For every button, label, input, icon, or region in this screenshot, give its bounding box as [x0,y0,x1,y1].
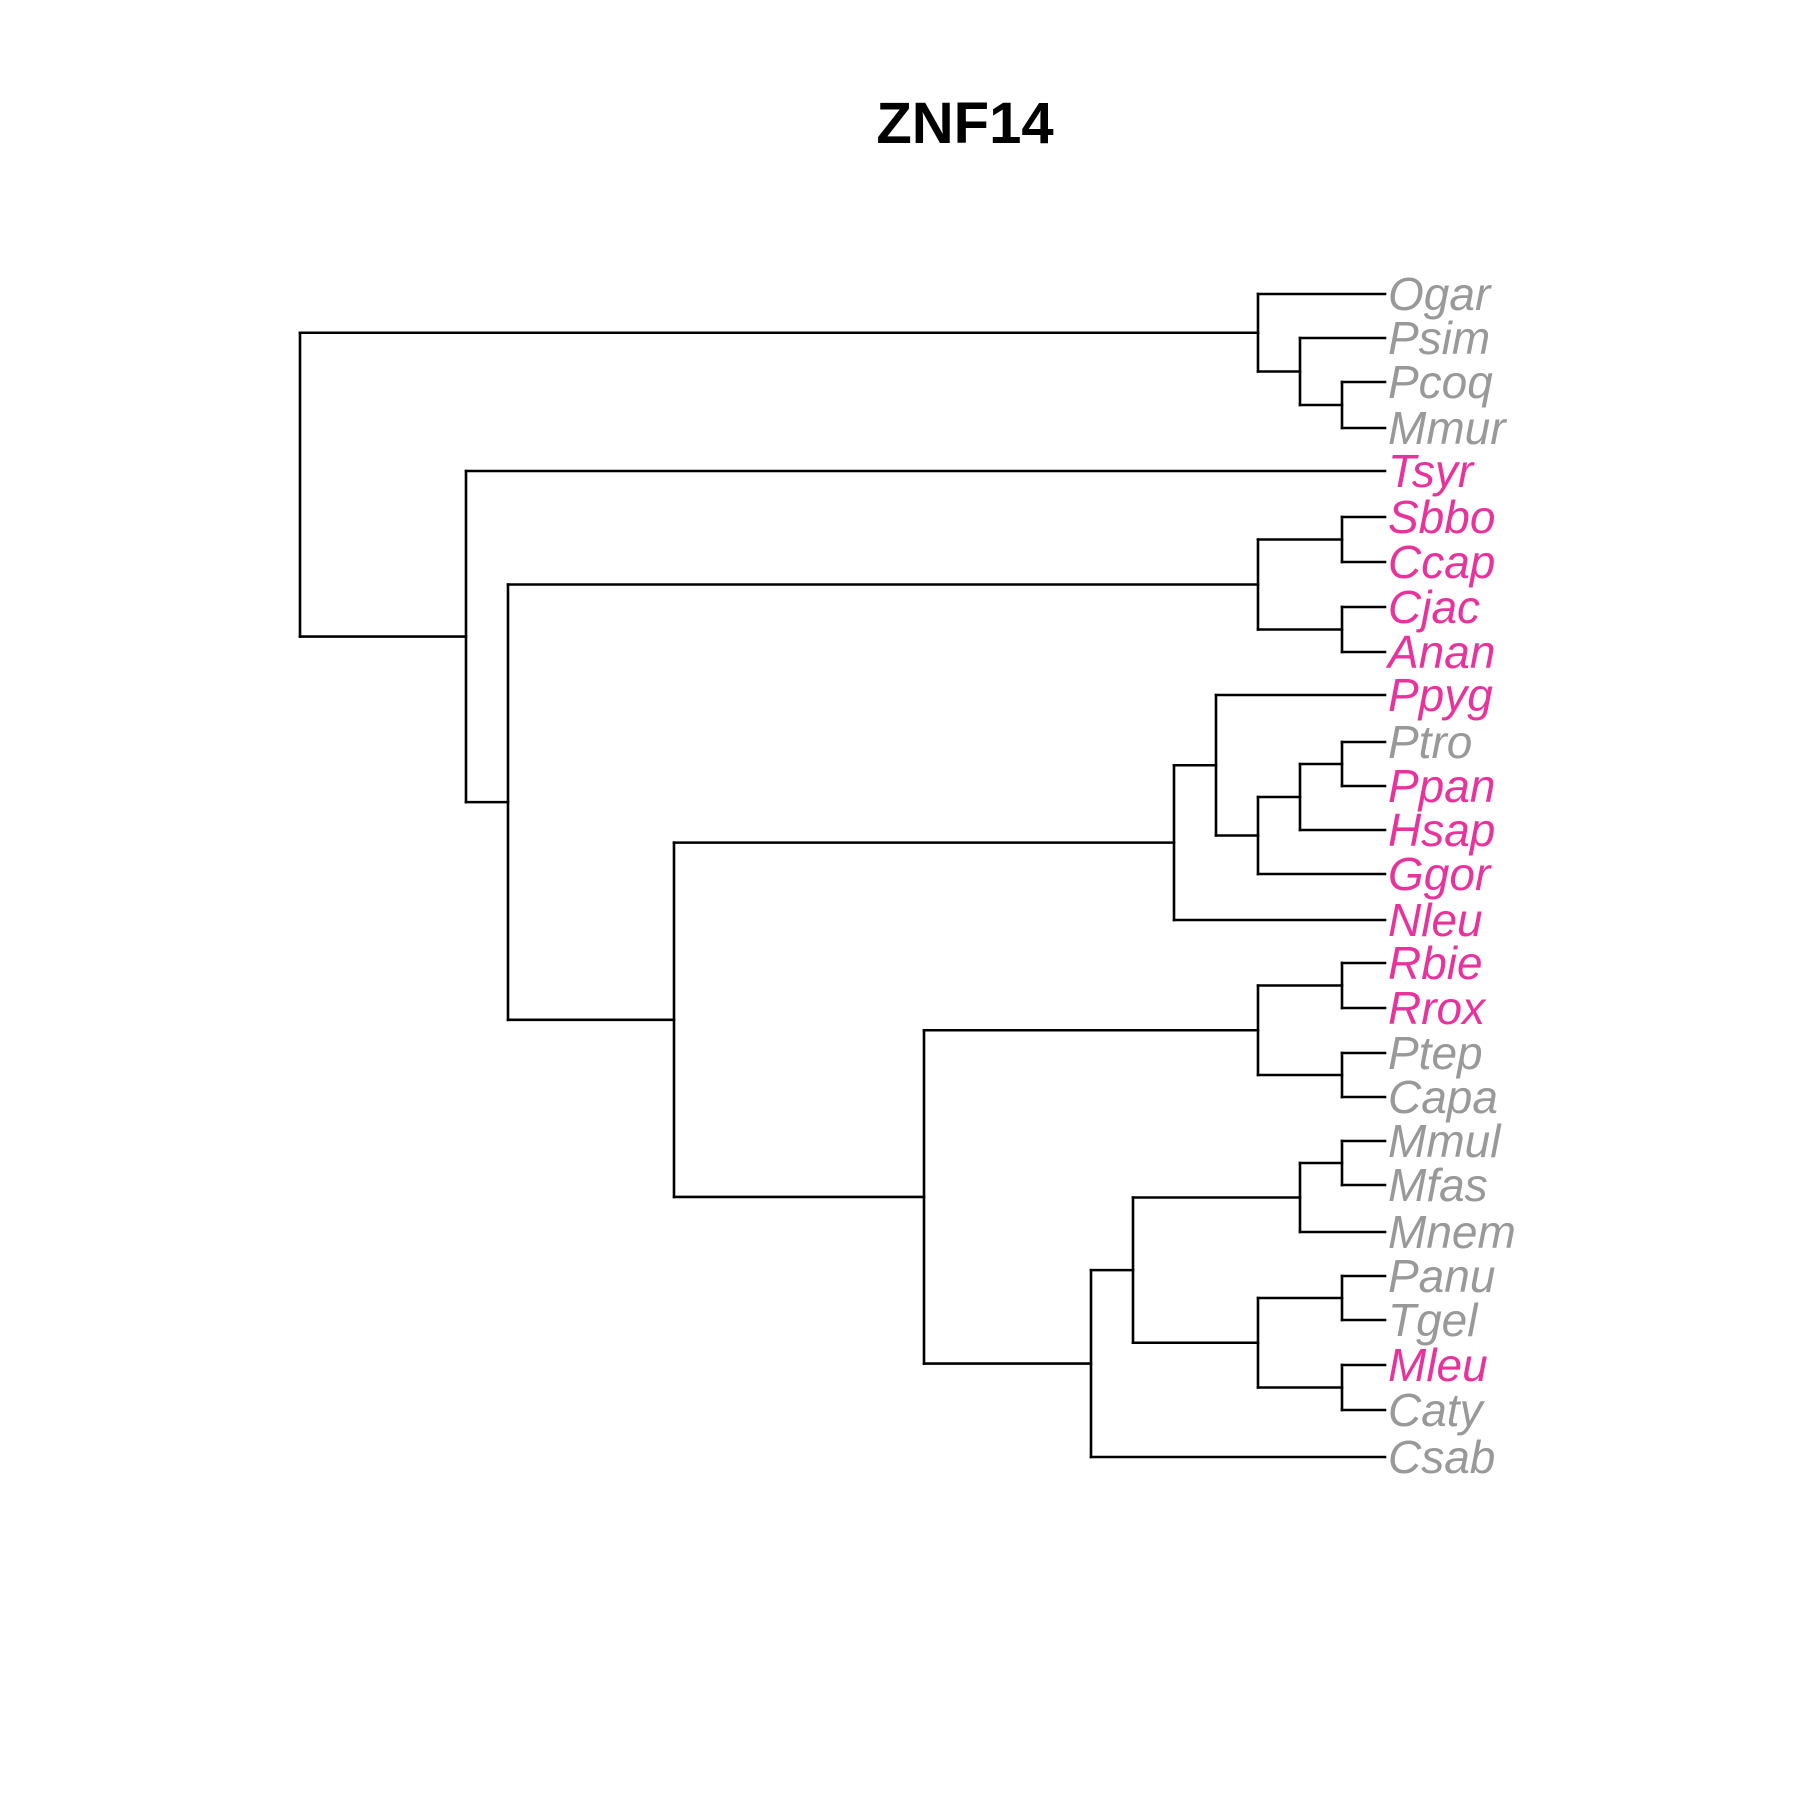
tip-label-panu: Panu [1388,1250,1495,1302]
tip-label-tsyr: Tsyr [1388,445,1475,497]
tip-label-ptro: Ptro [1388,716,1472,768]
tip-label-nleu: Nleu [1388,894,1483,946]
chart-title: ZNF14 [876,91,1053,156]
tree-branches [298,292,1387,1459]
tip-label-csab: Csab [1388,1431,1495,1483]
tip-label-mnem: Mnem [1388,1206,1516,1258]
tip-label-anan: Anan [1385,626,1495,678]
tip-label-ppyg: Ppyg [1388,669,1493,721]
tip-label-pcoq: Pcoq [1388,356,1493,408]
tip-label-hsap: Hsap [1388,804,1495,856]
tip-label-ggor: Ggor [1388,848,1492,900]
tip-label-mmul: Mmul [1388,1115,1502,1167]
tip-label-rbie: Rbie [1388,937,1483,989]
tip-label-tgel: Tgel [1388,1294,1479,1346]
tip-label-mleu: Mleu [1388,1339,1488,1391]
tip-label-mfas: Mfas [1388,1159,1488,1211]
tip-label-cjac: Cjac [1388,581,1480,633]
tip-label-ogar: Ogar [1388,268,1492,320]
tip-label-rrox: Rrox [1388,982,1487,1034]
tip-label-ptep: Ptep [1388,1027,1483,1079]
tip-label-caty: Caty [1388,1384,1486,1436]
tip-label-ppan: Ppan [1388,760,1495,812]
tip-label-mmur: Mmur [1388,402,1507,454]
tip-label-capa: Capa [1388,1071,1498,1123]
tip-label-ccap: Ccap [1388,536,1495,588]
tip-label-psim: Psim [1388,312,1490,364]
tip-label-sbbo: Sbbo [1388,491,1495,543]
tip-labels: OgarPsimPcoqMmurTsyrSbboCcapCjacAnanPpyg… [1385,268,1516,1483]
